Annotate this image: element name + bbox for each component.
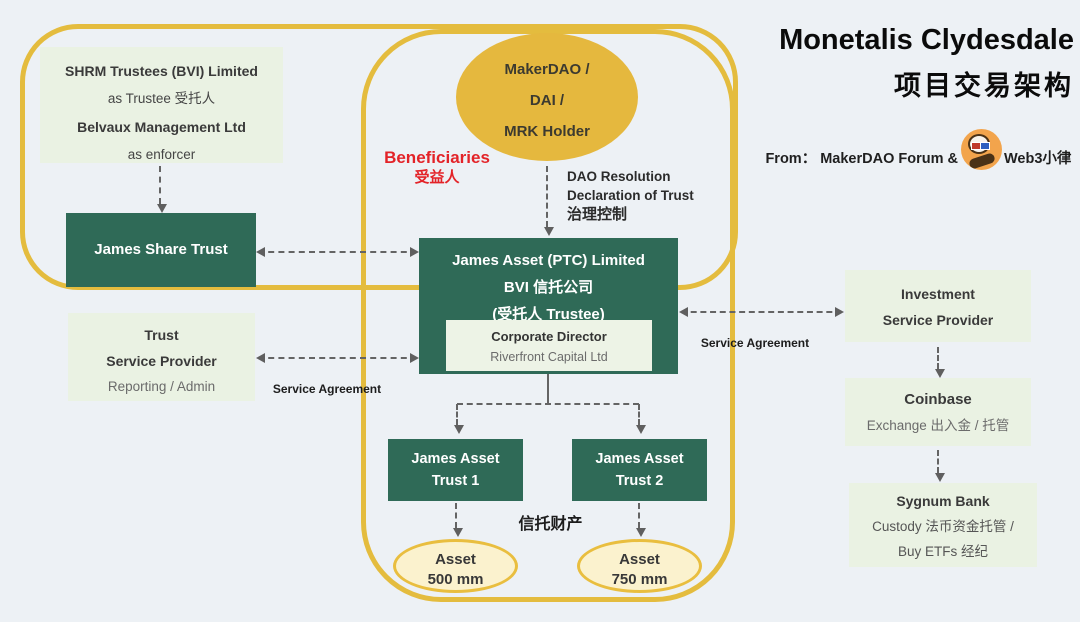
arrow-trust-service-provider-james-asset [256,353,419,363]
beneficiaries-zh: 受益人 [414,169,460,186]
node-line: James Asset [595,451,684,467]
connector-corporate-director-stem [547,374,549,405]
node-line: Belvaux Management Ltd [77,119,246,135]
node-line: James Asset (PTC) Limited [452,252,645,269]
node-line: Investment [901,286,975,302]
node-line: Asset [435,551,476,568]
node-corporate-director: Corporate Director Riverfront Capital Lt… [446,320,652,371]
node-line: Riverfront Capital Ltd [490,350,608,364]
node-line: Trust [144,327,179,343]
arrow-investment-to-coinbase [935,347,945,378]
governance-line: 治理控制 [567,206,628,223]
service-agreement-label-right: Service Agreement [700,336,810,350]
node-line: Custody 法币资金托管 / [872,519,1014,534]
node-line: as Trustee 受托人 [107,91,216,106]
arrow-split-to-trust-1 [454,404,464,434]
arrow-trust1-to-asset500 [453,503,463,537]
governance-label: DAO Resolution Declaration of Trust 治理控制 [567,167,737,224]
node-line: Sygnum Bank [896,493,990,509]
share-trust-container-outline [20,24,738,290]
node-james-asset-trust-2: James Asset Trust 2 [572,439,707,501]
node-line: MRK Holder [504,123,590,140]
arrow-shrm-to-james-share-trust [157,166,167,213]
node-sygnum-bank: Sygnum Bank Custody 法币资金托管 / Buy ETFs 经纪 [849,483,1037,567]
asset-trust-container-outline [361,29,735,602]
node-line: 500 mm [427,571,484,588]
beneficiaries-label: Beneficiaries 受益人 [372,148,502,188]
node-line: Trust 1 [431,473,480,489]
beneficiaries-en: Beneficiaries [384,148,490,167]
node-line: Asset [619,551,660,568]
node-shrm-trustees: SHRM Trustees (BVI) Limited as Trustee 受… [40,47,283,163]
arrow-james-asset-investment-provider [679,307,844,317]
avatar-arm-shape [968,152,996,170]
node-trust-service-provider: Trust Service Provider Reporting / Admin [68,313,255,401]
source-attribution: From： MakerDAO Forum & [765,151,958,167]
node-line: Exchange 出入金 / 托管 [866,418,1010,433]
node-line: SHRM Trustees (BVI) Limited [65,63,258,79]
node-line: Corporate Director [491,329,607,344]
node-line: (受托人 Trustee) [492,306,605,323]
page-subtitle: 项目交易架构 [894,71,1074,101]
trust-property-label: 信托财产 [518,516,583,533]
node-line: Service Provider [106,353,217,369]
node-line: James Asset [411,451,500,467]
node-line: 750 mm [611,571,668,588]
arrow-split-to-trust-2 [636,404,646,434]
node-asset-750mm: Asset 750 mm [577,539,702,593]
node-line: Service Provider [882,312,994,328]
node-james-asset-trust-1: James Asset Trust 1 [388,439,523,501]
governance-line: Declaration of Trust [567,188,694,203]
node-investment-service-provider: Investment Service Provider [845,270,1031,342]
node-line: Trust 2 [615,473,664,489]
node-line: as enforcer [127,147,196,162]
node-james-asset-ptc: James Asset (PTC) Limited BVI 信托公司 (受托人 … [419,238,678,374]
node-line: DAI / [529,92,565,109]
node-line: Coinbase [904,391,972,408]
node-james-share-trust: James Share Trust [66,213,256,287]
page-title: Monetalis Clydesdale [779,24,1074,56]
arrow-makerdao-to-james-asset [544,166,554,236]
arrow-coinbase-to-sygnum [935,450,945,482]
node-asset-500mm: Asset 500 mm [393,539,518,593]
web3-xiaolv-avatar-icon [961,129,1002,170]
node-line: Buy ETFs 经纪 [897,544,988,559]
node-coinbase: Coinbase Exchange 出入金 / 托管 [845,378,1031,446]
node-line: BVI 信托公司 [503,279,594,296]
connector-split-line [457,403,639,405]
arrow-trust2-to-asset750 [636,503,646,537]
governance-line: DAO Resolution [567,169,671,184]
avatar-blue-lens-shape [980,142,990,150]
source-account-name: Web3小律 [1004,151,1072,167]
node-line: Reporting / Admin [107,379,216,394]
arrow-james-share-trust-james-asset [256,247,419,257]
service-agreement-label-left: Service Agreement [272,382,382,396]
node-line: MakerDAO / [504,61,590,78]
node-makerdao-holder: MakerDAO / DAI / MRK Holder [456,33,638,161]
